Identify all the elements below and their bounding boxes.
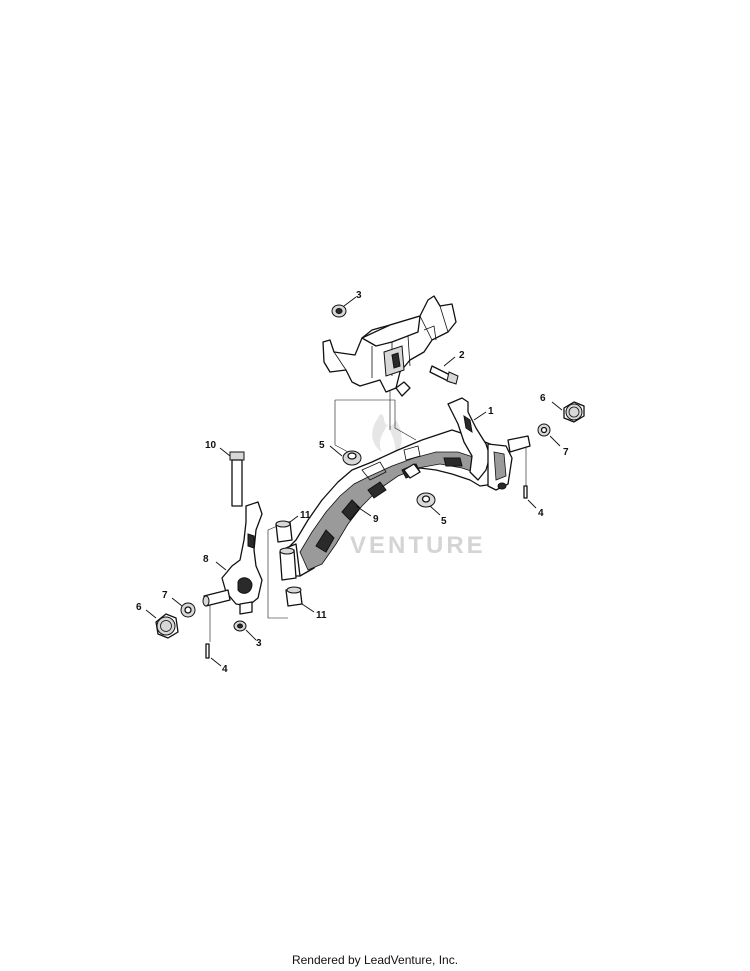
axle-pivot-tube	[279, 547, 297, 581]
watermark: VENTURE	[350, 414, 486, 559]
washer-right	[537, 423, 551, 437]
spindle-bolt	[229, 451, 245, 507]
bushing-right	[416, 492, 436, 508]
sleeve-upper	[275, 520, 293, 543]
pivot-bolt	[429, 365, 459, 385]
spindle-left	[202, 501, 263, 615]
callout-7-left: 7	[162, 590, 168, 601]
watermark-flame-icon	[372, 414, 402, 456]
callout-7-right: 7	[563, 447, 569, 458]
callout-4-right: 4	[538, 508, 544, 519]
cotter-pin-right	[523, 485, 528, 499]
callout-10: 10	[205, 440, 217, 451]
bushing-left	[342, 450, 362, 466]
washer-left	[180, 602, 196, 618]
spindle-right	[447, 397, 531, 491]
callout-5-right: 5	[441, 516, 447, 527]
callout-5-left: 5	[319, 440, 325, 451]
lock-nut-lower	[233, 620, 247, 632]
leader-lines	[145, 296, 563, 667]
mounting-bracket	[322, 295, 457, 397]
callout-1: 1	[488, 406, 494, 417]
sleeve-lower	[285, 586, 303, 607]
cotter-pin-left	[205, 643, 210, 659]
callout-3-lower: 3	[256, 638, 262, 649]
watermark-text: VENTURE	[350, 532, 486, 559]
callouts: 3 2 1 6 7 5 5 4 10 11 9 8 7 6 3 11 4	[136, 290, 569, 675]
callout-2: 2	[459, 350, 465, 361]
callout-6-left: 6	[136, 602, 142, 613]
callout-4-left: 4	[222, 664, 228, 675]
callout-6-right: 6	[540, 393, 546, 404]
callout-11-upper: 11	[300, 510, 311, 521]
callout-8: 8	[203, 554, 209, 565]
hub-cap-right	[563, 401, 585, 423]
callout-3-top: 3	[356, 290, 362, 301]
callout-11-lower: 11	[316, 610, 327, 621]
callout-9: 9	[373, 514, 379, 525]
footer-credit: Rendered by LeadVenture, Inc.	[291, 953, 459, 967]
lock-nut-top	[331, 304, 347, 318]
hub-cap-left	[155, 613, 179, 639]
